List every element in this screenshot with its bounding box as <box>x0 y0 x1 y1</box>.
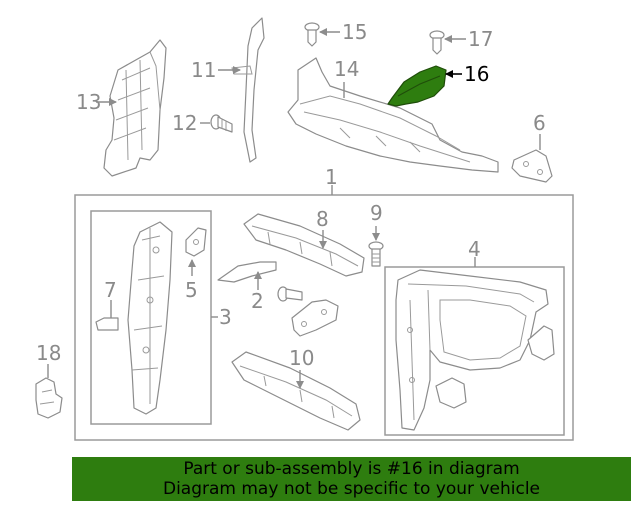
callout-12: 12 <box>172 111 197 135</box>
part-4-side-frame <box>395 269 555 431</box>
part-17-clip <box>429 30 445 55</box>
part-14-cover <box>287 57 499 173</box>
callout-3: 3 <box>219 305 232 329</box>
callout-7: 7 <box>104 278 117 302</box>
callout-6: 6 <box>533 111 546 135</box>
callout-11: 11 <box>191 58 216 82</box>
part-11-seal <box>231 17 265 163</box>
info-banner: Part or sub-assembly is #16 in diagram D… <box>72 457 631 501</box>
callout-1: 1 <box>325 165 338 189</box>
part-6-bracket <box>511 149 553 183</box>
banner-line-1: Part or sub-assembly is #16 in diagram <box>183 459 520 479</box>
banner-line-2: Diagram may not be specific to your vehi… <box>162 479 540 499</box>
part-7-plate <box>95 317 119 331</box>
callout-2: 2 <box>251 289 264 313</box>
part-3-side-member <box>127 221 173 415</box>
callout-8: 8 <box>316 207 329 231</box>
part-12-bolt <box>210 114 233 133</box>
callout-16: 16 <box>464 62 489 86</box>
part-8-cross-member <box>243 213 365 277</box>
callout-13: 13 <box>76 90 101 114</box>
part-13-deflector <box>103 39 167 177</box>
callout-9: 9 <box>370 201 383 225</box>
callout-10: 10 <box>289 346 314 370</box>
part-9-bolt <box>368 241 384 267</box>
part-15-clip <box>304 22 320 47</box>
callout-17: 17 <box>468 27 493 51</box>
part-18-sensor <box>35 377 63 419</box>
callout-5: 5 <box>185 278 198 302</box>
callout-14: 14 <box>334 57 359 81</box>
small-bracket <box>291 299 339 337</box>
assembly-box-1 <box>74 194 574 441</box>
part-5-bracket <box>185 227 207 257</box>
callout-18: 18 <box>36 341 61 365</box>
callout-15: 15 <box>342 20 367 44</box>
part-2-bracket <box>217 261 277 283</box>
bolt-part <box>277 286 303 302</box>
callout-4: 4 <box>468 237 481 261</box>
part-16-seal-highlighted <box>387 65 447 107</box>
part-10-lower-member <box>231 351 361 431</box>
